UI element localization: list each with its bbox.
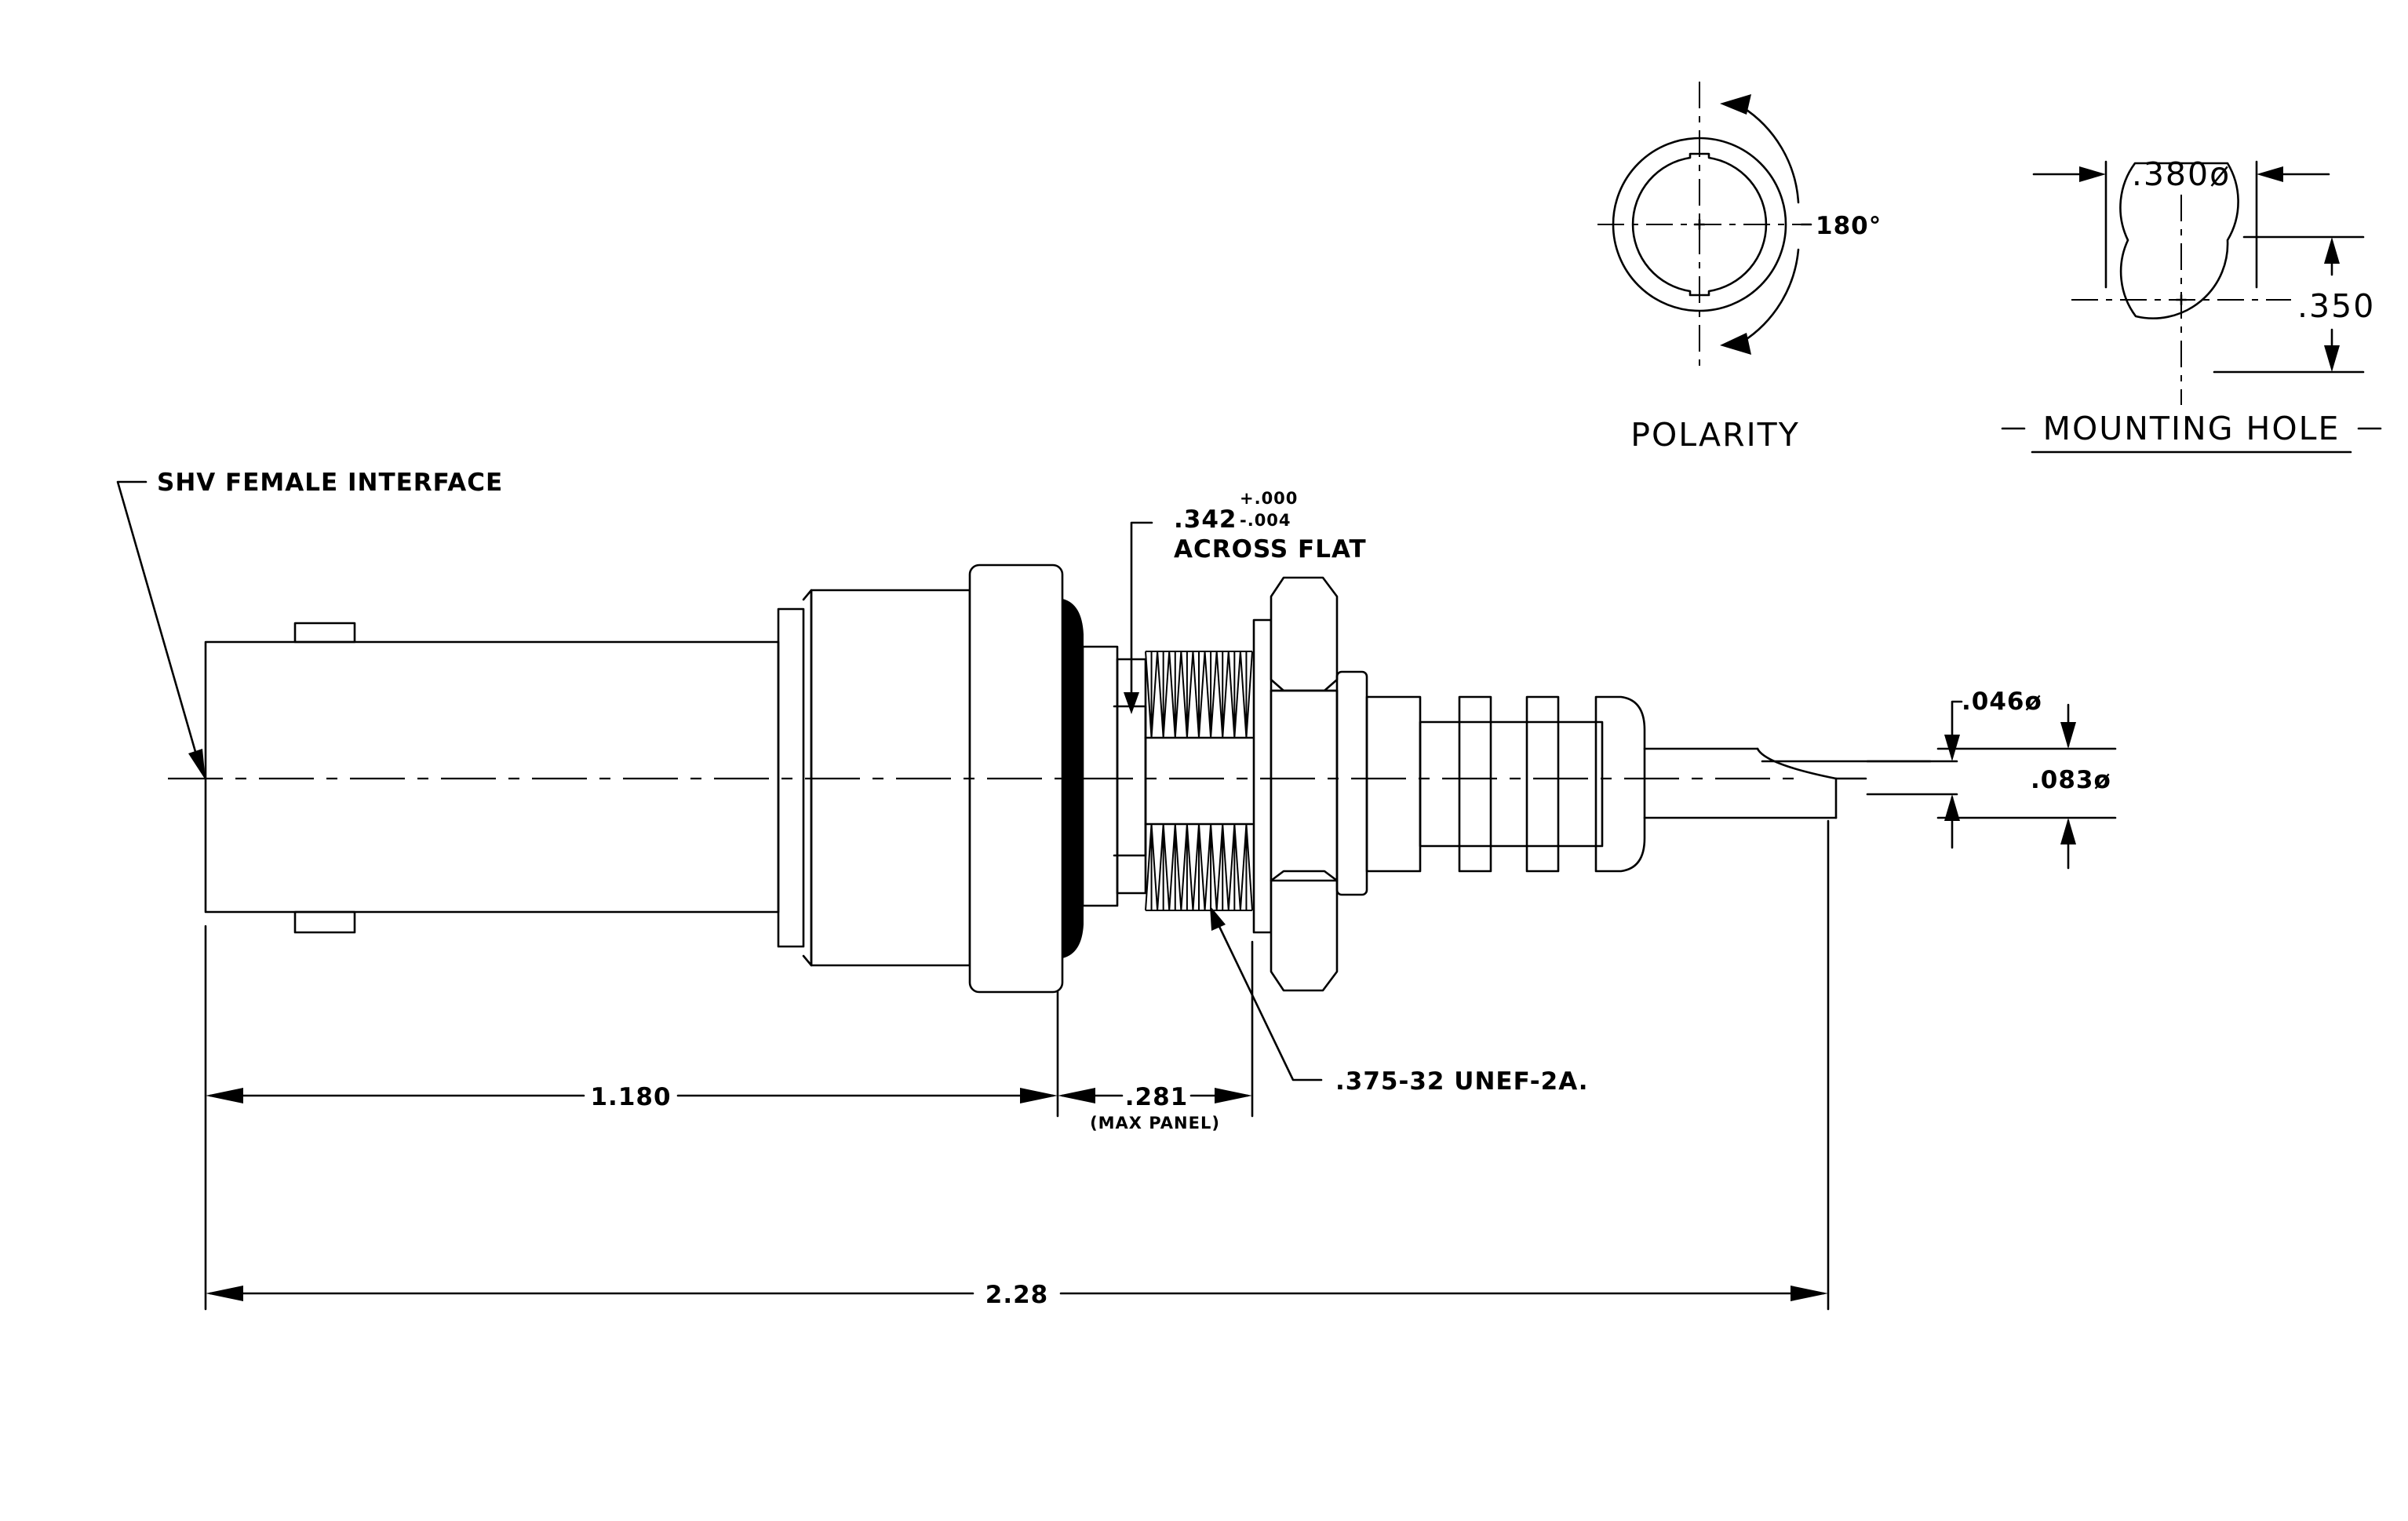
rib-2 bbox=[1525, 695, 1560, 873]
flat-tol-plus: +.000 bbox=[1240, 489, 1298, 508]
hex-nut bbox=[1270, 576, 1339, 992]
polarity-angle: 180° bbox=[1816, 212, 1882, 240]
extension-lines bbox=[204, 819, 1830, 1311]
o-ring-gasket bbox=[1062, 598, 1084, 959]
dim-pin-diameter: .046ø bbox=[1866, 688, 2042, 849]
dim-body-label: 1.180 bbox=[590, 1083, 671, 1111]
rib-1 bbox=[1458, 695, 1492, 873]
connector-side-view bbox=[204, 564, 1932, 994]
dim-cable-diameter: .083ø bbox=[1936, 703, 2117, 870]
interface-label: SHV FEMALE INTERFACE bbox=[157, 469, 503, 497]
flat-tol-minus: -.004 bbox=[1240, 511, 1291, 530]
mounting-title: MOUNTING HOLE bbox=[2043, 410, 2341, 447]
lock-washer bbox=[1252, 618, 1273, 934]
angle-arc-bottom bbox=[1740, 248, 1800, 344]
flat-caption: ACROSS FLAT bbox=[1174, 535, 1367, 564]
mounting-hole-outline bbox=[2119, 162, 2239, 319]
front-barrel bbox=[204, 640, 780, 914]
thread-label: .375-32 UNEF-2A. bbox=[1335, 1067, 1589, 1096]
polarity-view: 180° POLARITY bbox=[1597, 82, 1882, 454]
bayonet-stud-bottom bbox=[293, 910, 356, 934]
mounting-hole-view: .380ø .350 MOUNTING HOLE bbox=[2001, 155, 2382, 454]
dim-panel: .281 (MAX PANEL) bbox=[1058, 1083, 1252, 1133]
mounting-diameter: .380ø bbox=[2132, 155, 2231, 193]
thread-lower bbox=[1145, 823, 1253, 911]
dim-pin-label: .046ø bbox=[1962, 688, 2042, 716]
shoulder bbox=[1081, 645, 1119, 907]
angle-arc-top bbox=[1740, 105, 1800, 204]
polarity-keyed-bore bbox=[1631, 152, 1768, 297]
bayonet-stud-top bbox=[293, 622, 356, 644]
dim-overall: 2.28 bbox=[206, 1281, 1828, 1309]
interface-callout: SHV FEMALE INTERFACE bbox=[116, 469, 503, 780]
mounting-flat: .350 bbox=[2297, 287, 2375, 325]
thread-upper bbox=[1145, 651, 1253, 739]
dim-body-length: 1.180 bbox=[206, 1083, 1058, 1111]
rear-collar bbox=[1335, 670, 1368, 896]
rear-body bbox=[1365, 695, 1422, 873]
dim-panel-label: .281 bbox=[1125, 1083, 1189, 1111]
polarity-title: POLARITY bbox=[1630, 416, 1800, 454]
dim-panel-note: (MAX PANEL) bbox=[1090, 1114, 1220, 1133]
across-flat-callout: .342 +.000 -.004 ACROSS FLAT bbox=[1124, 489, 1367, 714]
end-cap bbox=[1594, 695, 1646, 873]
dim-cable-label: .083ø bbox=[2031, 766, 2111, 794]
strain-relief-core bbox=[1419, 720, 1604, 848]
thread-callout: .375-32 UNEF-2A. bbox=[1210, 906, 1589, 1096]
dim-overall-label: 2.28 bbox=[985, 1281, 1049, 1309]
threaded-section bbox=[1113, 651, 1254, 911]
flat-nominal: .342 bbox=[1174, 505, 1237, 534]
cable-contact bbox=[1643, 747, 1932, 819]
